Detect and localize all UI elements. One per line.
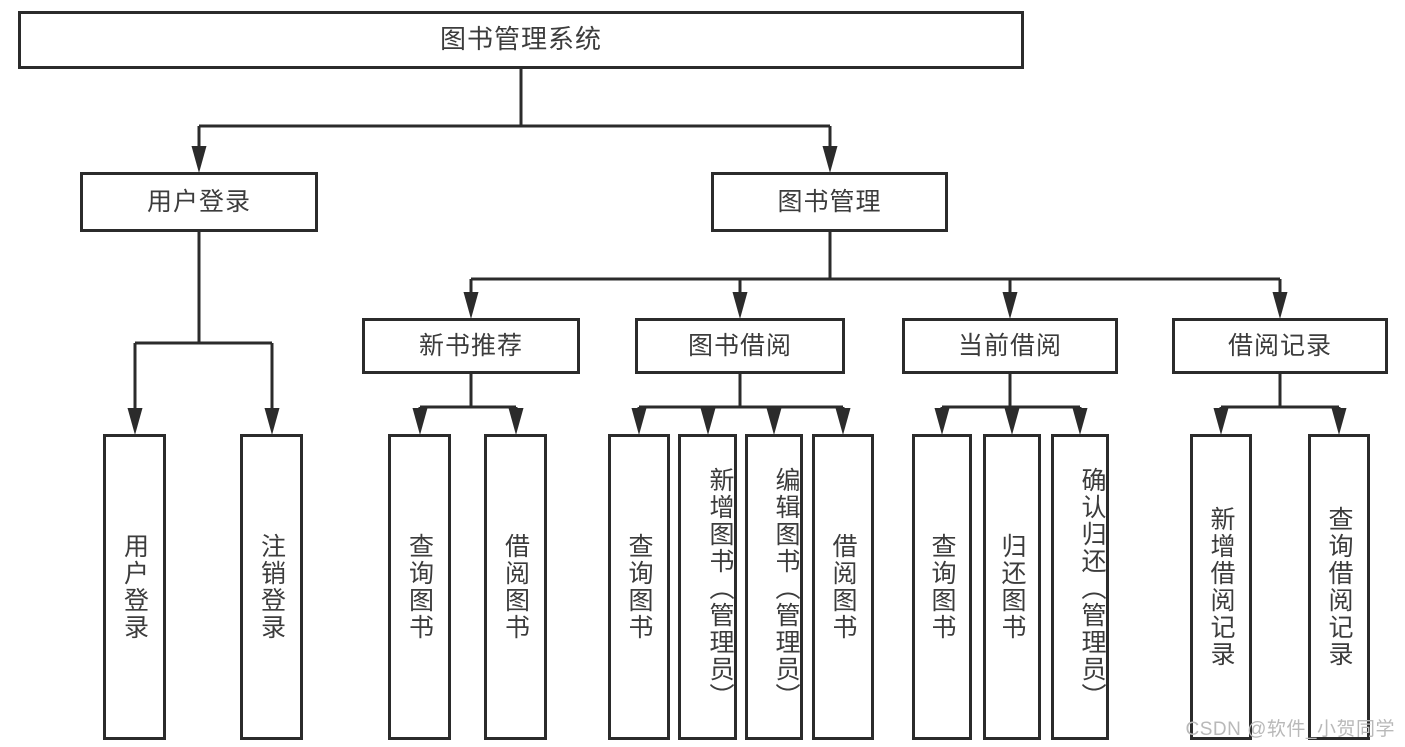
node-label: 注销登录	[257, 533, 286, 641]
node-label: 编辑图书（管理员）	[772, 466, 800, 710]
arrowhead-icon	[463, 292, 479, 319]
arrowhead-icon	[631, 408, 647, 435]
node-root[interactable]: 图书管理系统	[18, 11, 1024, 69]
node-label: 确认归还（管理员）	[1078, 466, 1106, 710]
arrowhead-icon	[508, 408, 524, 435]
node-label: 借阅图书	[501, 533, 530, 641]
arrowhead-icon	[127, 408, 143, 435]
node-label: 当前借阅	[957, 331, 1062, 360]
arrowhead-icon	[1002, 292, 1018, 319]
node-label: 用户登录	[146, 187, 251, 216]
node-label: 图书借阅	[687, 331, 792, 360]
node-leaf-add-record[interactable]: 新增借阅记录	[1190, 434, 1252, 740]
node-label: 查询图书	[625, 533, 653, 641]
node-label: 借阅图书	[829, 533, 857, 641]
node-leaf-user-login[interactable]: 用户登录	[103, 434, 166, 740]
node-label: 新增借阅记录	[1207, 506, 1235, 668]
node-borrow-record[interactable]: 借阅记录	[1172, 318, 1388, 374]
arrowhead-icon	[835, 408, 851, 435]
arrowhead-icon	[1272, 292, 1288, 319]
watermark-label: CSDN @软件_小贺同学	[1185, 719, 1395, 740]
arrowhead-icon	[1004, 408, 1020, 435]
arrowhead-icon	[1072, 408, 1088, 435]
arrowhead-icon	[412, 408, 428, 435]
node-label: 借阅记录	[1227, 331, 1332, 360]
node-user-login[interactable]: 用户登录	[80, 172, 318, 232]
node-leaf-query-record[interactable]: 查询借阅记录	[1308, 434, 1370, 740]
node-leaf-logout[interactable]: 注销登录	[240, 434, 303, 740]
node-label: 图书管理系统	[439, 24, 602, 55]
arrowhead-icon	[1213, 408, 1229, 435]
node-leaf-query-book-cur[interactable]: 查询图书	[912, 434, 972, 740]
node-current-borrow[interactable]: 当前借阅	[902, 318, 1118, 374]
arrowhead-icon	[732, 292, 748, 319]
node-leaf-borrow-book-rec[interactable]: 借阅图书	[484, 434, 547, 740]
node-label: 新增图书（管理员）	[706, 466, 734, 710]
node-label: 查询借阅记录	[1325, 506, 1353, 668]
arrowhead-icon	[822, 146, 838, 173]
node-leaf-confirm-return[interactable]: 确认归还（管理员）	[1051, 434, 1109, 740]
node-label: 查询图书	[405, 533, 434, 641]
node-label: 图书管理	[777, 187, 882, 216]
node-leaf-borrow-book[interactable]: 借阅图书	[812, 434, 874, 740]
arrowhead-icon	[700, 408, 716, 435]
node-book-manage[interactable]: 图书管理	[711, 172, 948, 232]
node-book-borrow[interactable]: 图书借阅	[635, 318, 845, 374]
arrowhead-icon	[264, 408, 280, 435]
node-new-book-rec[interactable]: 新书推荐	[362, 318, 580, 374]
node-label: 新书推荐	[418, 331, 523, 360]
node-leaf-add-book[interactable]: 新增图书（管理员）	[678, 434, 737, 740]
arrowhead-icon	[766, 408, 782, 435]
arrowhead-icon	[191, 146, 207, 173]
node-leaf-return-book[interactable]: 归还图书	[983, 434, 1041, 740]
node-label: 用户登录	[120, 533, 149, 641]
node-leaf-edit-book[interactable]: 编辑图书（管理员）	[745, 434, 803, 740]
arrowhead-icon	[934, 408, 950, 435]
node-leaf-query-book-borrow[interactable]: 查询图书	[608, 434, 670, 740]
node-leaf-query-book-rec[interactable]: 查询图书	[388, 434, 451, 740]
node-label: 查询图书	[928, 533, 956, 641]
arrowhead-icon	[1331, 408, 1347, 435]
node-label: 归还图书	[998, 533, 1026, 641]
